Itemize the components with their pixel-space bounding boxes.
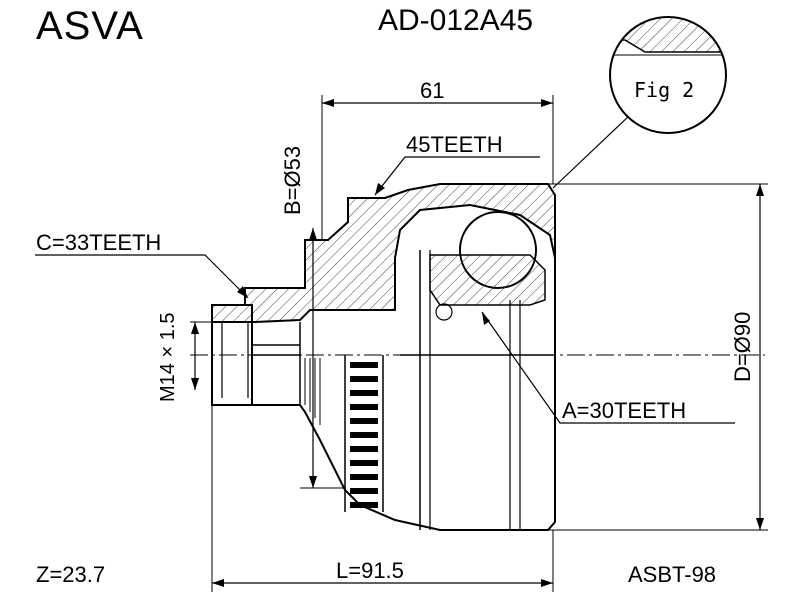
thread-lines bbox=[304, 358, 321, 425]
dim-label-a-teeth: A=30TEETH bbox=[562, 398, 687, 423]
cage bbox=[429, 254, 546, 306]
dim-label-b: B=Ø53 bbox=[280, 145, 305, 215]
dim-label-l: L=91.5 bbox=[336, 558, 404, 583]
dim-label-61: 61 bbox=[420, 78, 445, 103]
dim-label-thread: M14 × 1.5 bbox=[157, 312, 179, 402]
dim-label-c-teeth: C=33TEETH bbox=[36, 230, 162, 255]
z-value: Z=23.7 bbox=[36, 562, 106, 587]
leader-c-teeth bbox=[35, 254, 249, 299]
leader-45teeth bbox=[374, 156, 540, 196]
catalog-code: ASBT-98 bbox=[628, 562, 717, 587]
dim-label-45teeth: 45TEETH bbox=[406, 132, 503, 157]
leader-a-teeth bbox=[481, 311, 735, 424]
dim-label-d: D=Ø90 bbox=[730, 311, 755, 382]
part-number: AD-012A45 bbox=[378, 4, 534, 37]
fig-label: Fig 2 bbox=[634, 78, 695, 102]
housing-section-upper bbox=[211, 183, 556, 323]
fig-detail bbox=[609, 16, 727, 134]
abs-ring bbox=[350, 362, 378, 508]
leader-fig bbox=[552, 114, 631, 189]
detail-marker bbox=[435, 303, 453, 321]
brand-logo: ASVA bbox=[36, 4, 144, 48]
